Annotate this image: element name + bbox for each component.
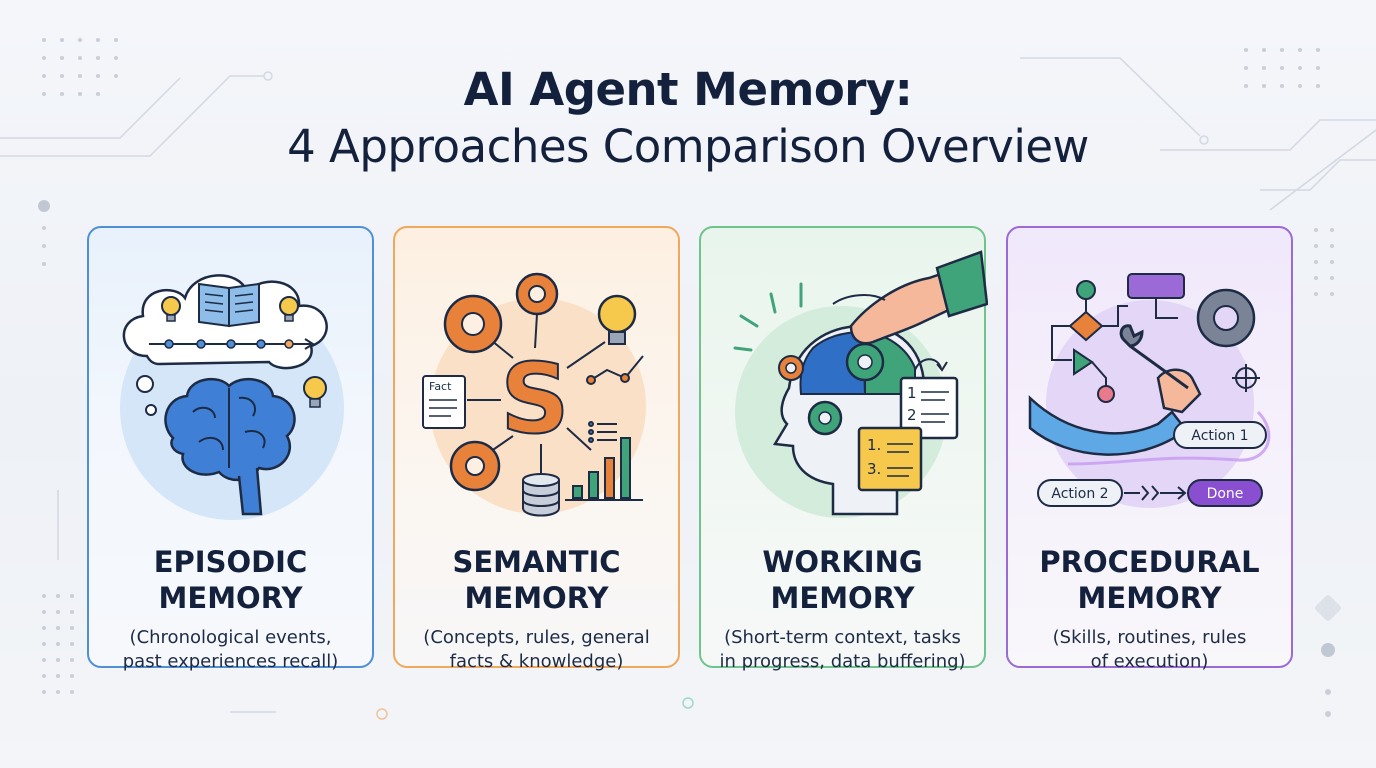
card-working-memory: 1 2 1. 3. WORKING MEMORY (Short-term con… <box>699 226 988 672</box>
numbered-note-icon: 1 2 <box>899 376 959 440</box>
action-2-label: Action 2 <box>1051 486 1108 502</box>
gear-icon <box>449 440 501 492</box>
numbered-note-icon: 1. 3. <box>857 426 923 492</box>
svg-text:3.: 3. <box>867 460 881 478</box>
card-title-line-1: SEMANTIC <box>452 545 621 579</box>
title-line-1: AI Agent Memory: <box>463 63 913 116</box>
brain-icon <box>164 377 296 516</box>
page-title: AI Agent Memory: 4 Approaches Comparison… <box>0 62 1376 176</box>
timeline-icon <box>149 338 315 350</box>
bar-chart-icon <box>565 437 643 501</box>
lightbulb-icon <box>279 296 299 322</box>
hand-icon <box>832 250 988 345</box>
fact-document-icon: Fact <box>422 375 466 429</box>
card-title-line-1: EPISODIC <box>153 545 308 579</box>
card-description-line-2: past experiences recall) <box>122 651 339 672</box>
card-title-line-1: WORKING <box>762 545 923 579</box>
title-line-2: 4 Approaches Comparison Overview <box>287 120 1089 173</box>
card-description-working: (Short-term context, tasks in progress, … <box>701 626 984 674</box>
card-description-line-2: in progress, data buffering) <box>719 651 966 672</box>
semantic-memory-illustration: S Fact <box>422 272 646 517</box>
procedural-memory-illustration: Action 1 Action 2 Done <box>1028 273 1271 508</box>
card-title-line-2: MEMORY <box>464 581 609 615</box>
card-description-episodic: (Chronological events, past experiences … <box>89 626 372 674</box>
gear-icon <box>1196 288 1256 348</box>
lightbulb-icon <box>597 294 637 345</box>
svg-text:1: 1 <box>907 384 917 402</box>
card-title-line-2: MEMORY <box>1077 581 1222 615</box>
fact-label: Fact <box>429 380 452 393</box>
card-title-semantic: SEMANTIC MEMORY <box>395 544 678 616</box>
gear-icon <box>807 400 843 436</box>
gear-icon <box>778 355 804 381</box>
card-procedural-memory: Action 1 Action 2 Done PROCEDURAL MEMORY… <box>1006 226 1293 672</box>
gear-icon <box>845 342 885 382</box>
card-episodic-memory: EPISODIC MEMORY (Chronological events, p… <box>87 226 374 672</box>
card-description-procedural: (Skills, routines, rules of execution) <box>1008 626 1291 674</box>
gear-icon <box>515 272 559 316</box>
done-label: Done <box>1207 486 1244 502</box>
card-description-line-2: of execution) <box>1090 651 1209 672</box>
working-memory-illustration: 1 2 1. 3. <box>733 250 988 518</box>
done-pill: Done <box>1187 479 1263 507</box>
episodic-memory-illustration <box>120 274 344 520</box>
open-book-icon <box>198 282 260 328</box>
action-2-pill: Action 2 <box>1037 479 1123 507</box>
card-title-line-2: MEMORY <box>770 581 915 615</box>
svg-text:2: 2 <box>907 406 917 424</box>
target-icon <box>1232 364 1260 392</box>
list-icon <box>588 421 617 443</box>
card-description-line-1: (Short-term context, tasks <box>724 627 961 648</box>
lightbulb-icon <box>303 376 327 408</box>
database-icon <box>522 473 560 517</box>
card-description-line-1: (Skills, routines, rules <box>1052 627 1247 648</box>
card-description-line-1: (Concepts, rules, general <box>423 627 650 648</box>
card-title-line-2: MEMORY <box>158 581 303 615</box>
card-title-episodic: EPISODIC MEMORY <box>89 544 372 616</box>
card-description-line-2: facts & knowledge) <box>449 651 624 672</box>
chevron-right-icon <box>1124 485 1187 501</box>
card-title-procedural: PROCEDURAL MEMORY <box>1008 544 1291 616</box>
card-description-semantic: (Concepts, rules, general facts & knowle… <box>395 626 678 674</box>
flowchart-icon <box>1051 273 1185 403</box>
lightbulb-icon <box>161 296 181 322</box>
card-title-line-1: PROCEDURAL <box>1039 545 1260 579</box>
card-description-line-1: (Chronological events, <box>129 627 332 648</box>
action-1-pill: Action 1 <box>1173 421 1267 449</box>
card-title-working: WORKING MEMORY <box>701 544 984 616</box>
svg-text:1.: 1. <box>867 436 881 454</box>
gear-icon <box>443 294 503 354</box>
line-graph-icon <box>586 355 644 385</box>
letter-s-symbol: S <box>500 343 569 455</box>
card-semantic-memory: S Fact <box>393 226 680 672</box>
action-1-label: Action 1 <box>1191 428 1248 444</box>
